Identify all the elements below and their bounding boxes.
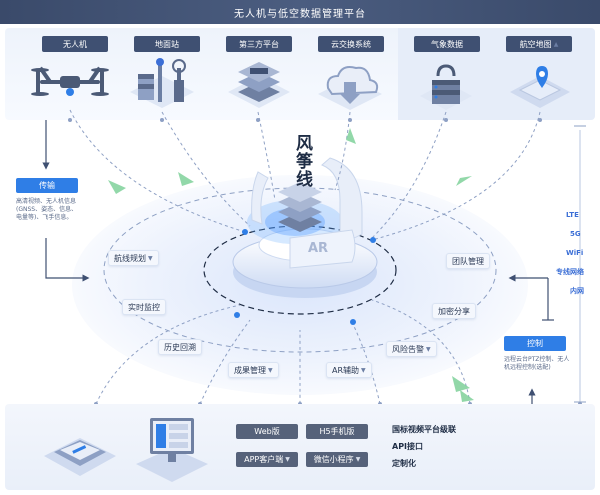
chevron-down-icon: ▼ — [355, 456, 361, 463]
module-encrypted-share[interactable]: 加密分享 — [432, 303, 476, 319]
module-team-management[interactable]: 团队管理 — [446, 253, 490, 269]
dashed-ring-outer — [103, 187, 497, 353]
control-note: 远程云台PTZ控制、无人机远程控制(选配) — [504, 356, 570, 371]
chevron-down-icon: ▼ — [426, 345, 431, 353]
module-risk-alert[interactable]: 风险告警▼ — [386, 341, 437, 357]
aviation-map-icon — [510, 66, 570, 108]
source-label-map: 航空地图▲ — [506, 36, 572, 52]
transmit-tag: 传输 — [16, 178, 78, 193]
cloud-exchange-icon — [318, 66, 382, 110]
mobile-device-icon — [44, 438, 116, 476]
feature-api: API接口 — [392, 442, 424, 451]
core-name: 风筝线 — [292, 134, 312, 188]
source-label-third-party: 第三方平台 — [226, 36, 292, 52]
control-tag: 控制 — [504, 336, 566, 351]
source-label-drone: 无人机 — [42, 36, 108, 52]
source-label-ground-station: 地面站 — [134, 36, 200, 52]
server-stack — [278, 182, 322, 232]
chevron-down-icon: ▼ — [148, 254, 153, 262]
source-label-weather: 气象数据 — [414, 36, 480, 52]
client-band — [5, 404, 595, 490]
weather-data-icon — [420, 64, 472, 110]
network-lte: LTE — [566, 211, 579, 219]
chevron-down-icon: ▼ — [268, 366, 273, 374]
source-label-cloud: 云交换系统 — [318, 36, 384, 52]
ground-station-icon — [130, 58, 194, 108]
module-result-management[interactable]: 成果管理▼ — [228, 362, 279, 378]
module-route-planning[interactable]: 航线规划▼ — [108, 250, 159, 266]
transmit-note: 高清视频、无人机信息(GNSS、姿态、信息、电量等)、飞手信息。 — [16, 198, 78, 221]
network-dedicated-line: 专线网络 — [556, 268, 584, 276]
module-history-replay[interactable]: 历史回溯 — [158, 339, 202, 355]
chevron-down-icon: ▼ — [361, 366, 366, 374]
feature-customization: 定制化 — [392, 459, 416, 468]
module-ar-assist[interactable]: AR辅助▼ — [326, 362, 372, 378]
feature-gb-cascade: 国标视频平台级联 — [392, 425, 456, 434]
page-title: 无人机与低空数据管理平台 — [0, 0, 600, 24]
client-app-button[interactable]: APP客户端▼ — [236, 452, 298, 467]
client-web-button[interactable]: Web版 — [236, 424, 298, 439]
network-5g: 5G — [570, 230, 581, 238]
third-party-platform-icon — [228, 62, 290, 108]
ar-label: AR — [308, 241, 329, 256]
drone-icon — [31, 66, 109, 96]
desktop-monitor-icon — [136, 418, 208, 482]
chevron-down-icon: ▼ — [285, 456, 290, 463]
network-wifi: WiFi — [566, 249, 584, 257]
client-h5-button[interactable]: H5手机版 — [306, 424, 368, 439]
module-live-monitor[interactable]: 实时监控 — [122, 299, 166, 315]
client-miniprogram-button[interactable]: 微信小程序▼ — [306, 452, 368, 467]
network-intranet: 内网 — [570, 287, 584, 295]
